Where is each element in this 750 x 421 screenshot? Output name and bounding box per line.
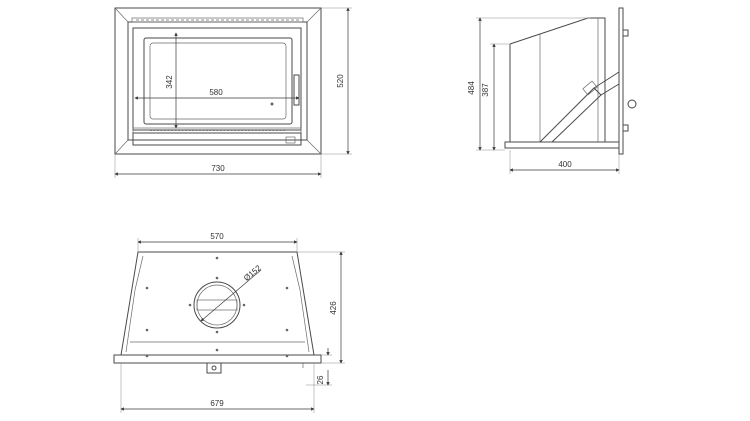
dim-side-depth: 400 <box>558 160 572 169</box>
dim-side-height: 484 <box>467 81 476 95</box>
dim-side-inner-height: 387 <box>481 83 490 97</box>
dim-front-inner-width: 580 <box>209 88 223 97</box>
side-view: 484 387 400 <box>467 7 637 174</box>
front-outer-frame <box>114 7 322 155</box>
dim-top-offset: 26 <box>316 375 325 384</box>
door-frame <box>132 27 302 131</box>
side-base-rail <box>504 141 620 149</box>
side-knob <box>627 99 637 109</box>
top-screw-holes <box>145 256 289 358</box>
ash-tray <box>132 132 302 146</box>
side-body-outline <box>509 17 606 143</box>
top-body-outline <box>120 251 315 356</box>
door-handle <box>293 74 300 106</box>
top-base-plate <box>113 354 322 364</box>
brand-logo-icon <box>270 102 274 106</box>
top-tab <box>206 362 222 374</box>
side-brace <box>538 87 602 143</box>
dim-top-depth: 426 <box>329 301 338 315</box>
glass-window <box>143 37 293 125</box>
dim-flue-diameter: Ø152 <box>242 263 263 283</box>
top-view: Ø152 570 426 26 <box>113 232 345 413</box>
dim-front-width: 730 <box>211 164 225 173</box>
side-front-plate <box>618 7 624 155</box>
dim-front-height: 520 <box>336 74 345 88</box>
front-inner-frame <box>127 21 308 141</box>
flue-outlet <box>193 281 241 329</box>
dim-front-inner-height: 342 <box>165 75 174 89</box>
dim-top-width: 570 <box>210 232 224 241</box>
front-view: 342 580 520 730 <box>114 7 352 178</box>
dim-top-base-width: 679 <box>210 399 224 408</box>
